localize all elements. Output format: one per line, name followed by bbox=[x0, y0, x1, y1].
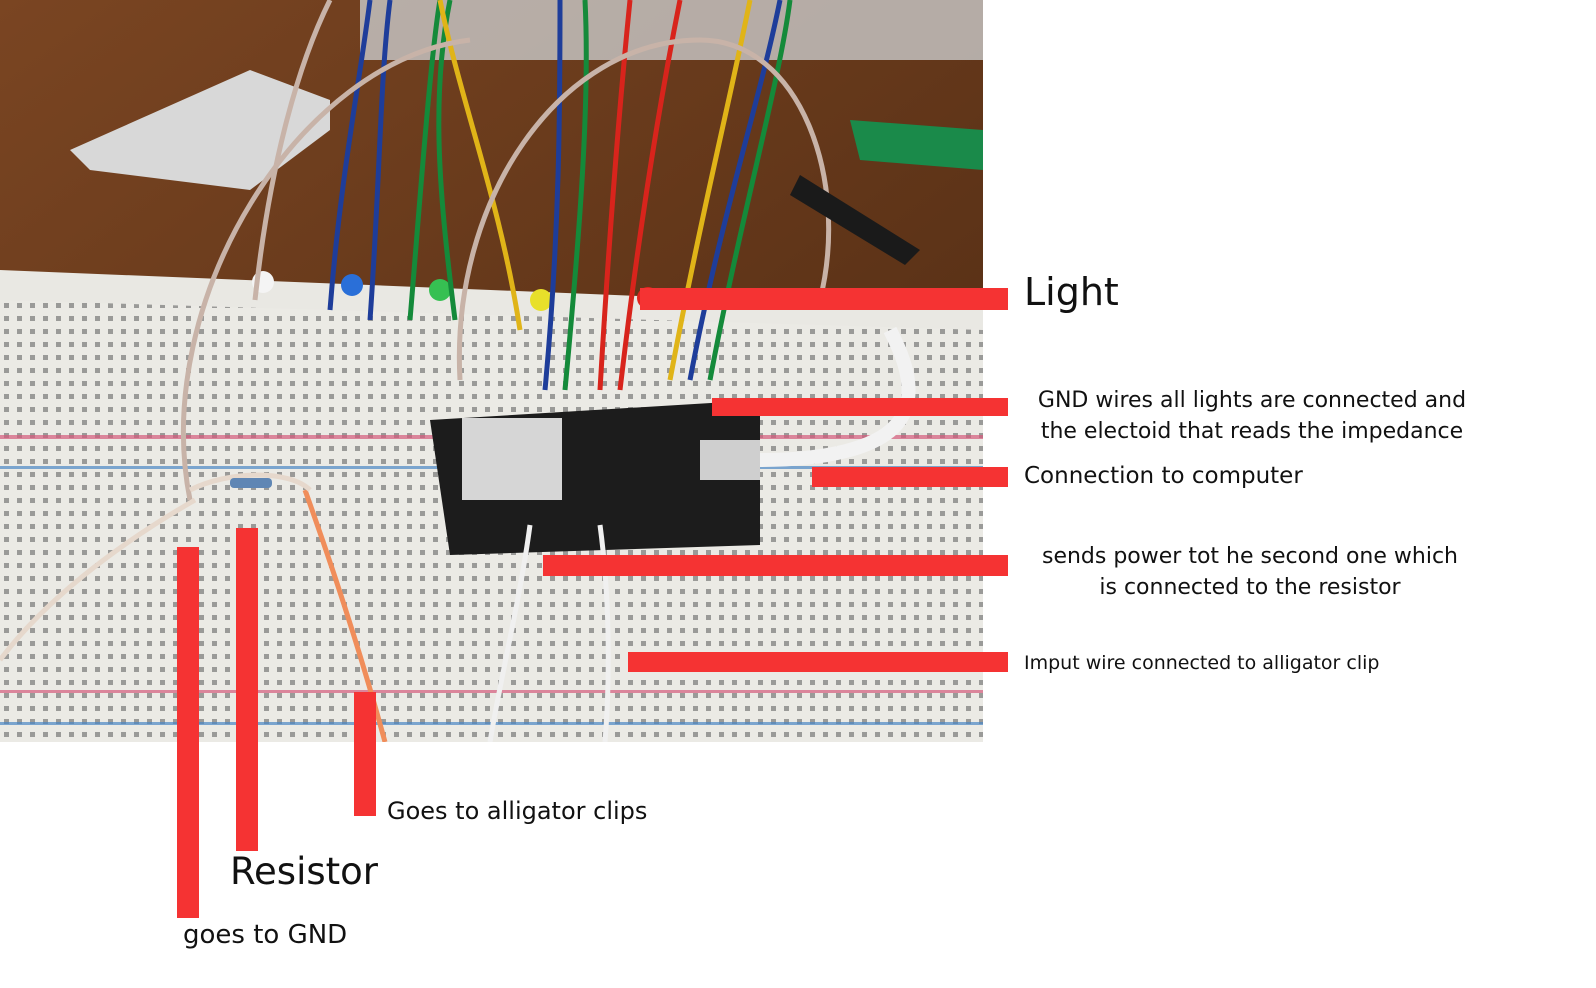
computer-connection-label: Connection to computer bbox=[1024, 463, 1303, 489]
led-yellow bbox=[530, 289, 552, 311]
led-green bbox=[429, 279, 451, 301]
goes-to-gnd-label: goes to GND bbox=[183, 920, 348, 950]
power-label: sends power tot he second one which is c… bbox=[1020, 544, 1480, 602]
wroom-module bbox=[462, 418, 562, 500]
light-label: Light bbox=[1024, 270, 1119, 314]
power-callout-bar bbox=[543, 555, 1008, 576]
jumper-wires bbox=[0, 0, 832, 742]
led-blue bbox=[341, 274, 363, 296]
power-label-line-1: sends power tot he second one which bbox=[1041, 544, 1458, 569]
gnd-wires-label-line-1: GND wires all lights are connected and bbox=[1037, 388, 1467, 413]
gnd-wires-label-line-2: the electoid that reads the impedance bbox=[1040, 419, 1464, 445]
gnd-wires-label: GND wires all lights are connected and t… bbox=[1022, 388, 1482, 446]
electrode-pad bbox=[70, 70, 330, 190]
gnd-vertical-bar bbox=[177, 547, 199, 918]
power-rail-red-bottom bbox=[0, 690, 983, 693]
usb-port bbox=[700, 440, 760, 480]
light-callout-bar bbox=[640, 288, 1008, 310]
input-wire-label: Imput wire connected to alligator clip bbox=[1024, 652, 1380, 674]
photo-illustration bbox=[0, 0, 983, 742]
resistor-vertical-bar bbox=[236, 528, 258, 851]
power-label-line-2: is connected to the resistor bbox=[1099, 575, 1401, 601]
alligator-clips-label: Goes to alligator clips bbox=[387, 797, 648, 825]
usb-callout-bar bbox=[812, 467, 1008, 487]
gnd-callout-bar bbox=[712, 398, 1008, 416]
alligator-vertical-bar bbox=[354, 692, 376, 816]
resistor-label: Resistor bbox=[230, 850, 378, 893]
input-callout-bar bbox=[628, 652, 1008, 672]
resistor-body bbox=[230, 478, 272, 488]
alligator-clip-black bbox=[790, 175, 920, 265]
alligator-clip-green bbox=[850, 120, 983, 170]
breadboard-photo bbox=[0, 0, 983, 742]
usb-cable bbox=[759, 326, 916, 467]
